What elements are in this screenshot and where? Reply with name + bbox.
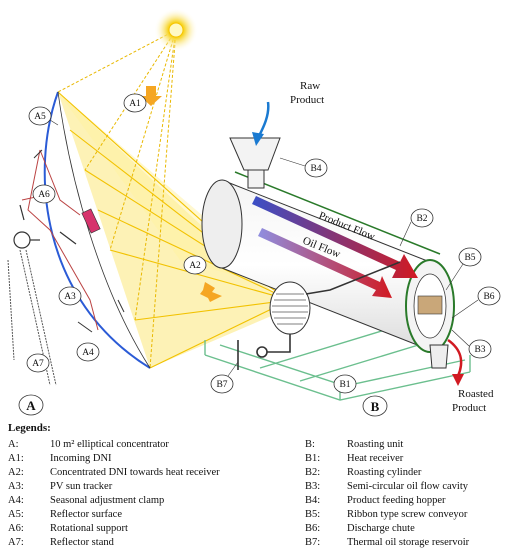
callout-b1: B1 (333, 374, 357, 394)
section-a-circle (18, 394, 44, 416)
raw-product-label-2: Product (290, 94, 324, 106)
svg-text:A6: A6 (38, 190, 50, 200)
svg-text:A2: A2 (189, 261, 201, 271)
legend-item: B6:Discharge chute (305, 523, 415, 534)
roasted-product-label-2: Product (452, 402, 486, 414)
sun-icon (154, 8, 198, 52)
discharge-chute (429, 344, 449, 369)
svg-text:A3: A3 (64, 292, 76, 302)
callout-a1: A1 (123, 93, 147, 113)
callout-a5: A5 (28, 106, 59, 126)
svg-text:B5: B5 (464, 253, 475, 263)
callout-a3: A3 (58, 286, 82, 306)
system-diagram: A1 A5 A6 A2 A3 A4 A7 B4 B2 B5 (7, 8, 501, 417)
legend-item: B:Roasting unit (305, 439, 404, 450)
roasted-arrowhead (452, 374, 464, 386)
callout-b2: B2 (399, 208, 434, 247)
legend-item: A2:Concentrated DNI towards heat receive… (8, 467, 220, 478)
roasted-arrow (447, 338, 463, 377)
feeding-hopper (229, 137, 281, 189)
callout-a7: A7 (26, 353, 50, 373)
legend-item: B5:Ribbon type screw conveyor (305, 509, 468, 520)
legend: Legends: A:10 m² elliptical concentrator… (0, 420, 510, 550)
legend-item: B1:Heat receiver (305, 453, 404, 464)
callout-a1-text: A1 (129, 99, 141, 109)
callout-b6: B6 (451, 286, 501, 319)
callout-a2: A2 (183, 255, 207, 275)
heat-receiver (269, 281, 311, 335)
svg-text:A7: A7 (32, 359, 44, 369)
svg-text:B1: B1 (339, 380, 350, 390)
svg-text:A4: A4 (82, 348, 94, 358)
rotational-support (13, 204, 77, 249)
legend-item: A:10 m² elliptical concentrator (8, 439, 169, 450)
section-b-label: B (371, 399, 380, 414)
product-flow-arrow (252, 196, 418, 278)
legend-title: Legends: (8, 422, 51, 434)
callout-a6: A6 (32, 184, 56, 204)
pv-tracker (81, 208, 101, 234)
legend-item: B4:Product feeding hopper (305, 495, 446, 506)
callout-a4: A4 (76, 342, 100, 362)
callout-b3: B3 (451, 329, 492, 359)
legend-item: B7:Thermal oil storage reservoir (305, 537, 470, 548)
svg-text:B6: B6 (483, 292, 494, 302)
legend-item: A1:Incoming DNI (8, 453, 112, 464)
svg-text:A5: A5 (34, 112, 46, 122)
section-a-label: A (26, 398, 36, 413)
legend-item: B2:Roasting cylinder (305, 467, 422, 478)
roasted-product-label-1: Roasted (458, 388, 494, 400)
raw-product-label-1: Raw (300, 80, 320, 92)
legend-item: A5:Reflector surface (8, 509, 122, 520)
legend-item: A4:Seasonal adjustment clamp (8, 495, 165, 506)
callout-b7: B7 (210, 361, 239, 394)
svg-text:B4: B4 (310, 164, 321, 174)
oil-pipes (237, 261, 401, 370)
callout-b4: B4 (279, 157, 328, 178)
svg-text:B3: B3 (474, 345, 485, 355)
raw-arrow (256, 101, 270, 139)
section-b-circle (362, 395, 388, 417)
legend-item: A7:Reflector stand (8, 537, 114, 548)
callout-b5: B5 (445, 247, 482, 291)
adjustment-clamp (33, 149, 125, 333)
raw-arrowhead (252, 132, 264, 146)
legend-item: B3:Semi-circular oil flow cavity (305, 481, 469, 492)
svg-text:B2: B2 (416, 214, 427, 224)
legend-item: A6:Rotational support (8, 523, 128, 534)
legend-item: A3:PV sun tracker (8, 481, 113, 492)
svg-text:B7: B7 (216, 380, 227, 390)
incoming-rays (57, 29, 177, 369)
oil-flow-arrow (258, 228, 392, 298)
